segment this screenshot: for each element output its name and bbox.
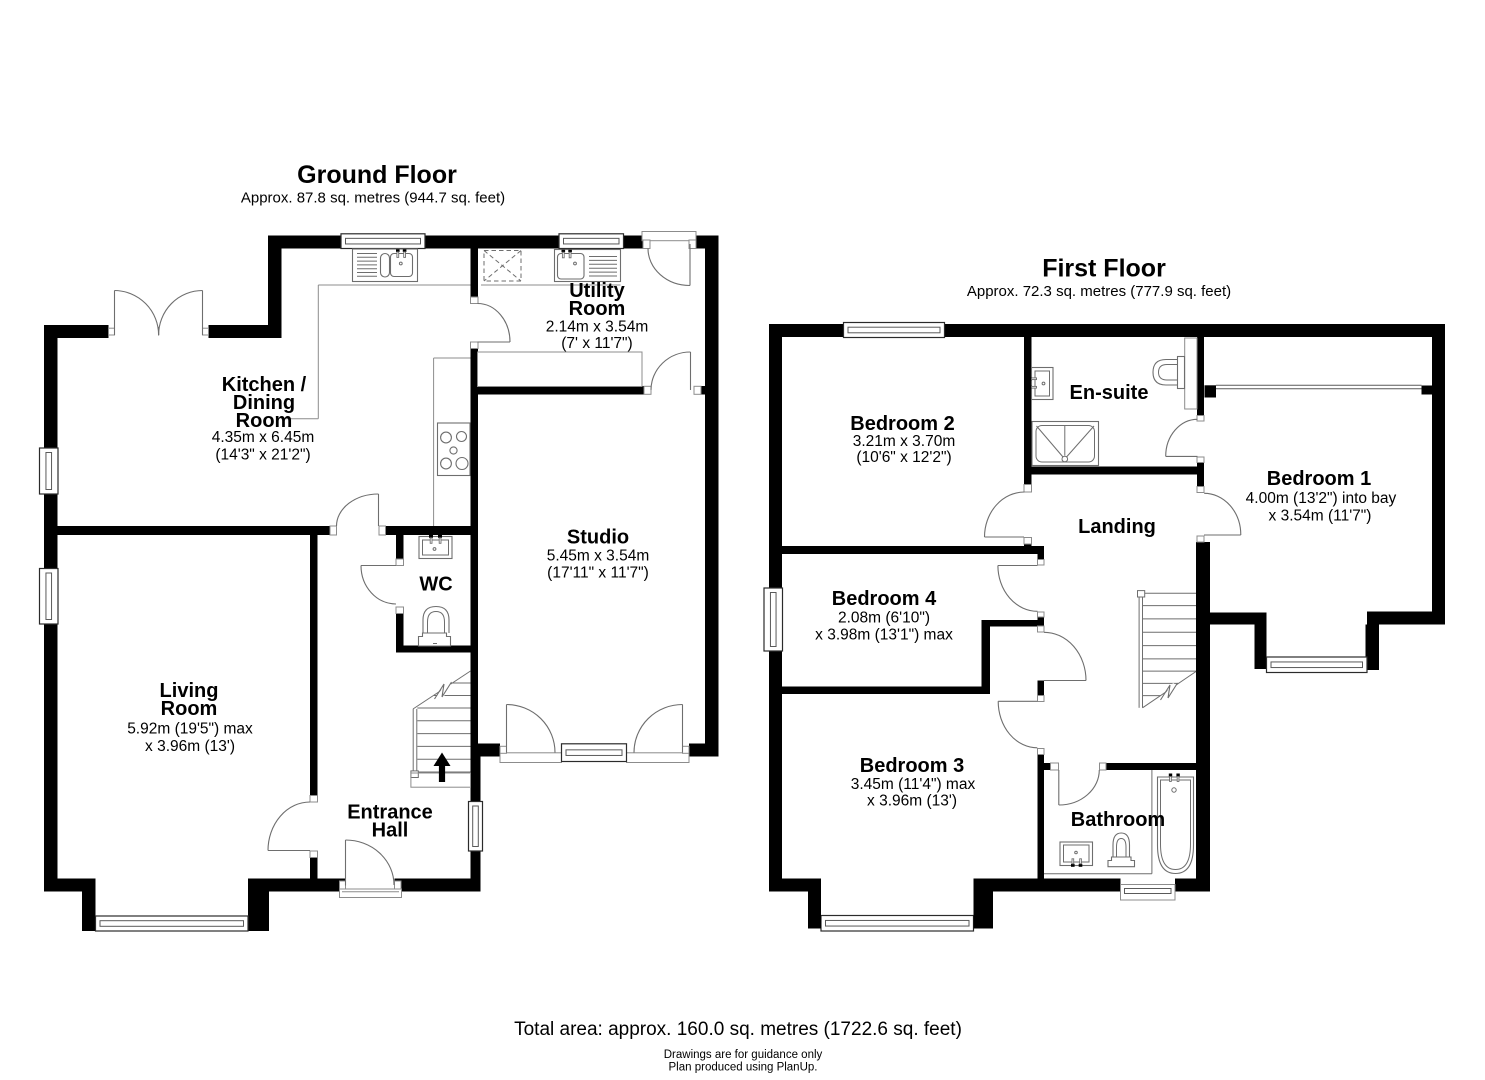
svg-text:Total area: approx. 160.0 sq.: Total area: approx. 160.0 sq. metres (17…	[514, 1019, 962, 1040]
svg-text:Ground Floor: Ground Floor	[297, 161, 457, 189]
svg-text:Approx. 87.8 sq. metres (944.7: Approx. 87.8 sq. metres (944.7 sq. feet)	[241, 190, 505, 207]
svg-text:Bedroom 2: Bedroom 2	[850, 413, 954, 435]
svg-text:Bedroom 1: Bedroom 1	[1267, 468, 1371, 490]
svg-text:Living: Living	[160, 680, 219, 702]
svg-text:En-suite: En-suite	[1070, 382, 1149, 404]
svg-text:Room: Room	[569, 298, 626, 320]
svg-text:x 3.96m (13'): x 3.96m (13')	[145, 738, 235, 755]
svg-text:x 3.98m (13'1") max: x 3.98m (13'1") max	[815, 627, 953, 644]
svg-text:Approx. 72.3 sq. metres (777.9: Approx. 72.3 sq. metres (777.9 sq. feet)	[967, 283, 1231, 300]
svg-text:Dining: Dining	[233, 392, 295, 414]
svg-text:Drawings are for guidance only: Drawings are for guidance only	[664, 1049, 823, 1061]
svg-text:Utility: Utility	[569, 280, 625, 302]
svg-text:3.45m (11'4") max: 3.45m (11'4") max	[851, 776, 976, 793]
svg-text:4.35m x 6.45m: 4.35m x 6.45m	[212, 429, 315, 446]
svg-text:Bathroom: Bathroom	[1071, 809, 1165, 831]
svg-text:5.45m x 3.54m: 5.45m x 3.54m	[547, 548, 650, 565]
svg-text:4.00m (13'2") into bay: 4.00m (13'2") into bay	[1246, 490, 1397, 507]
svg-text:WC: WC	[419, 574, 452, 596]
svg-text:Bedroom 3: Bedroom 3	[860, 755, 964, 777]
svg-text:First Floor: First Floor	[1042, 255, 1166, 283]
svg-text:(14'3" x 21'2"): (14'3" x 21'2")	[215, 447, 310, 464]
svg-text:(10'6" x 12'2"): (10'6" x 12'2")	[856, 449, 951, 466]
svg-text:Room: Room	[161, 698, 218, 720]
svg-text:5.92m (19'5") max: 5.92m (19'5") max	[127, 721, 253, 738]
svg-text:Studio: Studio	[567, 527, 629, 549]
svg-text:Hall: Hall	[372, 820, 409, 842]
svg-text:(17'11" x 11'7"): (17'11" x 11'7")	[547, 565, 649, 582]
svg-text:(7' x 11'7"): (7' x 11'7")	[561, 335, 632, 352]
svg-text:3.21m x 3.70m: 3.21m x 3.70m	[853, 433, 956, 450]
svg-text:Entrance: Entrance	[347, 802, 433, 824]
svg-text:2.08m (6'10"): 2.08m (6'10")	[838, 610, 930, 627]
svg-text:Landing: Landing	[1078, 516, 1156, 538]
svg-text:2.14m x 3.54m: 2.14m x 3.54m	[546, 319, 649, 336]
svg-text:Room: Room	[236, 410, 293, 432]
svg-text:Kitchen /: Kitchen /	[222, 374, 307, 396]
svg-text:Bedroom 4: Bedroom 4	[832, 588, 937, 610]
svg-text:x 3.96m (13'): x 3.96m (13')	[867, 793, 957, 810]
svg-text:x 3.54m (11'7"): x 3.54m (11'7")	[1269, 508, 1372, 525]
svg-text:Plan produced using PlanUp.: Plan produced using PlanUp.	[669, 1062, 818, 1074]
